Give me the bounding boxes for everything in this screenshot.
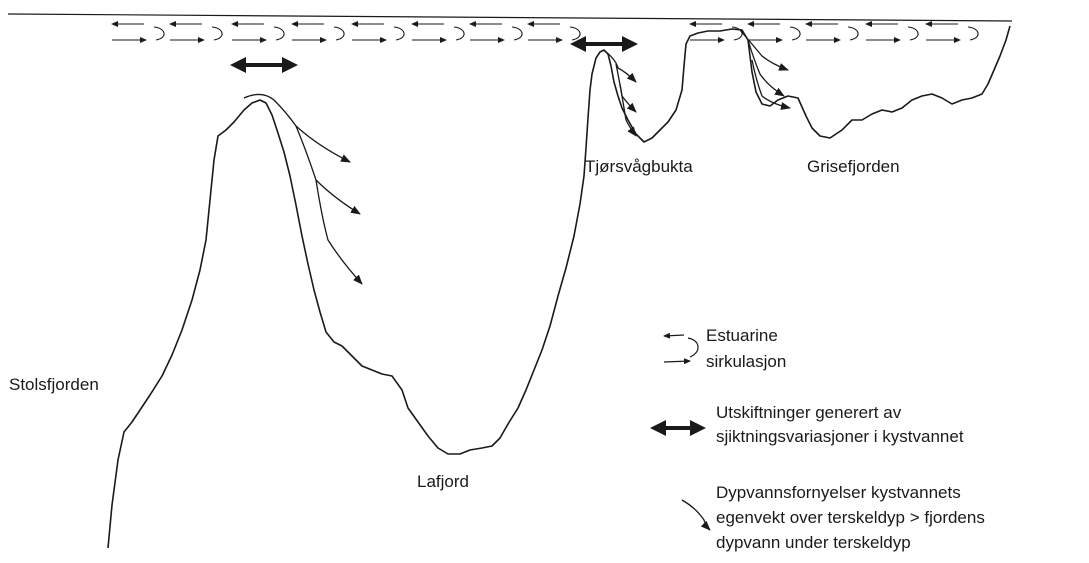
estuarine-circulation-symbol [866,24,918,40]
estuarine-circulation-symbol [690,24,742,40]
label-tjorsvagbukta: Tjørsvågbukta [585,157,693,176]
legend-estuarine-symbol [664,335,698,362]
legend-deepwater-symbol [682,500,710,530]
label-lafjord: Lafjord [417,472,469,491]
label-grisefjorden: Grisefjorden [807,157,900,176]
estuarine-circulation-symbol [806,24,858,40]
sea-surface-line [8,14,1012,21]
deepwater-renewal-arrows-lafjord [244,94,362,284]
estuarine-circulation-symbol [748,24,800,40]
legend-deepwater-line1: Dypvannsfornyelser kystvannets [716,483,961,502]
estuarine-circulation-symbol [470,24,522,40]
exchange-double-arrow [230,57,298,73]
estuarine-circulation-symbol [412,24,464,40]
legend-deepwater-line2: egenvekt over terskeldyp > fjordens [716,508,985,527]
estuarine-circulation-symbol [112,24,164,40]
estuarine-circulation-symbol [292,24,344,40]
estuarine-circulation-symbol [170,24,222,40]
legend-exchange-symbol [650,420,706,436]
legend-exchange-line1: Utskiftninger generert av [716,403,902,422]
legend-estuarine-line1: Estuarine [706,326,778,345]
estuarine-circulation-row [112,24,978,40]
estuarine-circulation-symbol [926,24,978,40]
estuarine-circulation-symbol [528,24,580,40]
legend-exchange-line2: sjiktningsvariasjoner i kystvannet [716,427,964,446]
legend-deepwater-line3: dypvann under terskeldyp [716,533,911,552]
legend-estuarine-line2: sirkulasjon [706,352,786,371]
estuarine-circulation-symbol [232,24,284,40]
label-stolsfjorden: Stolsfjorden [9,375,99,394]
fjord-bathymetry-profile [108,26,1010,548]
estuarine-circulation-symbol [352,24,404,40]
